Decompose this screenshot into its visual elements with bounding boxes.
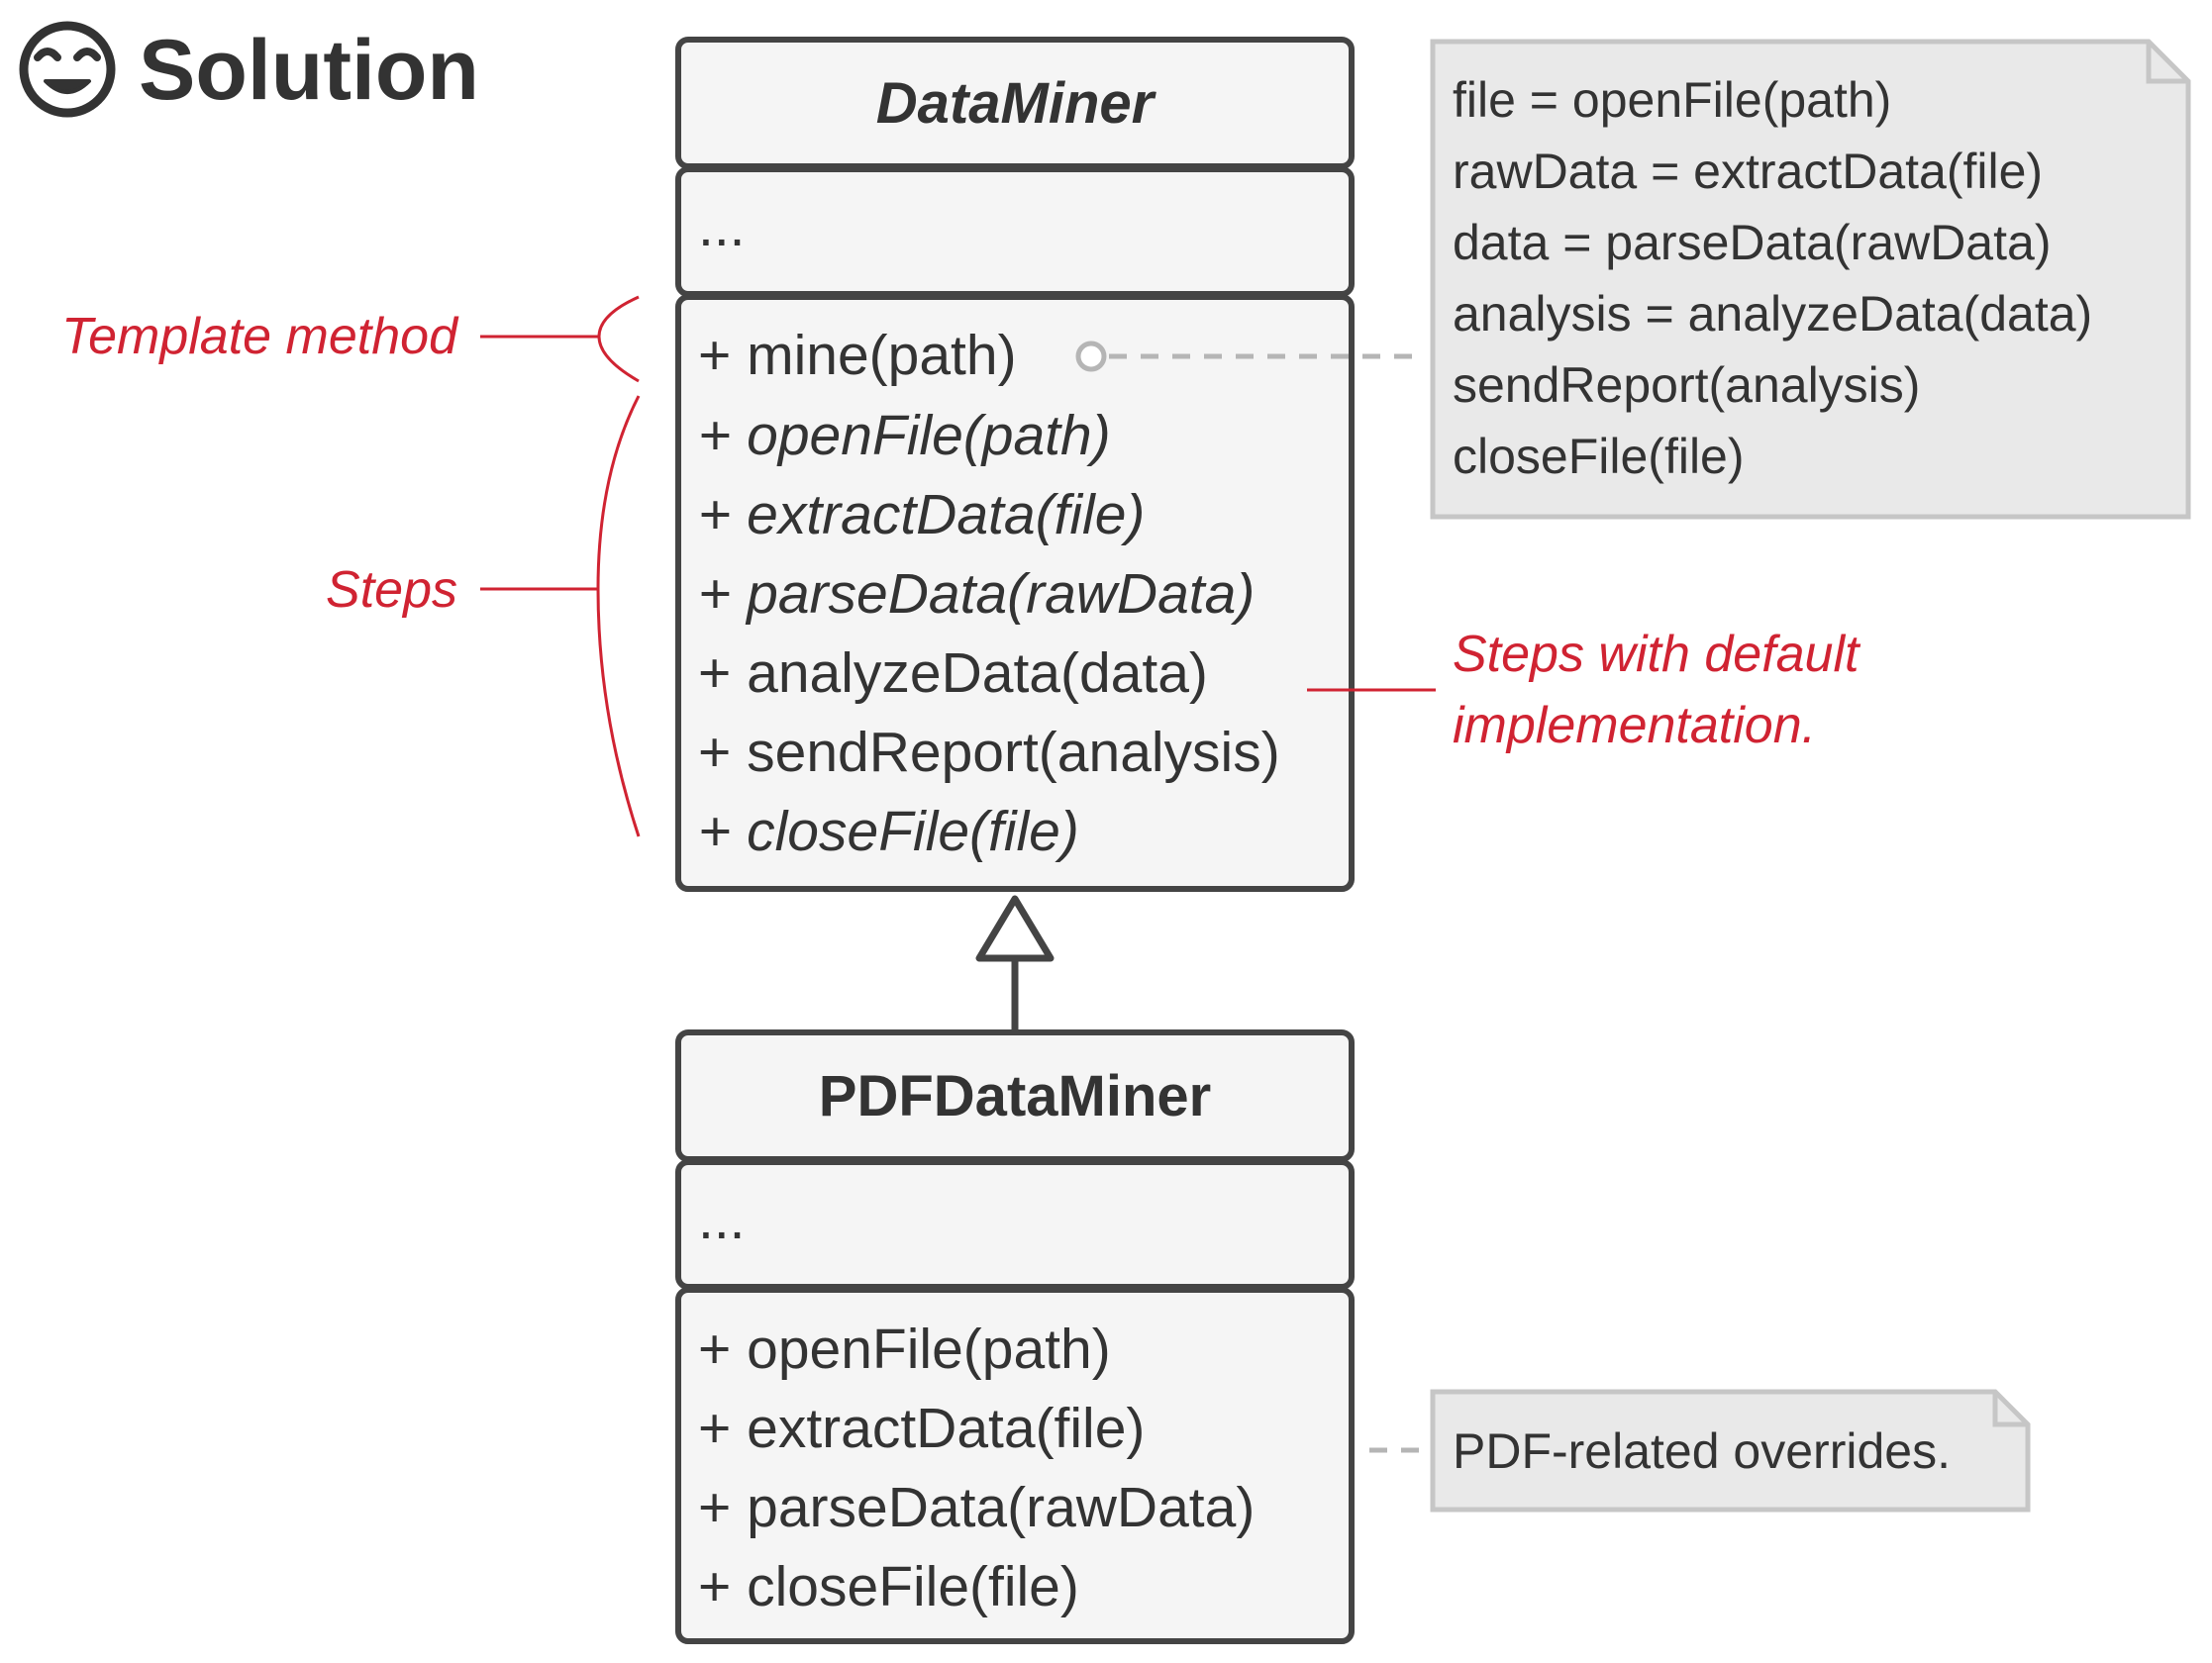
default-steps-label-line2: implementation. xyxy=(1453,697,1816,754)
note-line: rawData = extractData(file) xyxy=(1453,144,2043,199)
annotation-template-method: Template method xyxy=(61,295,640,383)
note-line: data = parseData(rawData) xyxy=(1453,215,2051,270)
method-analyzedata: + analyzeData(data) xyxy=(698,641,1208,705)
steps-label: Steps xyxy=(326,561,457,619)
note-connector-mine xyxy=(1075,341,1426,372)
method-extractdata: + extractData(file) xyxy=(698,483,1145,546)
smiling-face-icon xyxy=(19,21,116,118)
pdf-method-closefile: + closeFile(file) xyxy=(698,1555,1079,1618)
note-line: closeFile(file) xyxy=(1453,429,1745,484)
method-sendreport: + sendReport(analysis) xyxy=(698,721,1280,784)
note-line: file = openFile(path) xyxy=(1453,72,1891,128)
dataminer-fields-compartment xyxy=(675,166,1355,297)
pdf-method-openfile: + openFile(path) xyxy=(698,1318,1111,1381)
note-template-code: file = openFile(path) rawData = extractD… xyxy=(1430,39,2191,520)
pdfdataminer-fields-compartment xyxy=(675,1159,1355,1290)
method-openfile: + openFile(path) xyxy=(698,404,1111,467)
dataminer-methods-compartment xyxy=(675,294,1355,892)
solution-heading: Solution xyxy=(19,21,479,118)
inheritance-arrow xyxy=(975,895,1055,1032)
class-pdfdataminer: PDFDataMiner ... + openFile(path) + extr… xyxy=(675,1029,1355,1644)
pdfdataminer-fields: ... xyxy=(698,1188,746,1251)
pdf-method-parsedata: + parseData(rawData) xyxy=(698,1476,1255,1539)
pdfdataminer-class-name: PDFDataMiner xyxy=(819,1064,1211,1128)
class-dataminer: DataMiner ... + mine(path) + openFile(pa… xyxy=(675,37,1355,892)
method-closefile: + closeFile(file) xyxy=(698,800,1079,863)
template-method-label: Template method xyxy=(61,308,459,365)
note-template-code-box xyxy=(1430,39,2191,520)
note-pdf-overrides-text: PDF-related overrides. xyxy=(1453,1423,1951,1479)
dataminer-class-name: DataMiner xyxy=(876,71,1157,136)
note-pdf-overrides-box xyxy=(1430,1389,2031,1513)
pdf-method-extractdata: + extractData(file) xyxy=(698,1397,1145,1460)
page-title: Solution xyxy=(139,23,479,118)
dataminer-fields: ... xyxy=(698,195,746,258)
method-mine: + mine(path) xyxy=(698,324,1017,387)
pdfdataminer-methods-compartment xyxy=(675,1287,1355,1644)
annotation-default-steps: Steps with default implementation. xyxy=(1307,626,1861,754)
note-line: sendReport(analysis) xyxy=(1453,357,1920,413)
note-pdf-overrides: PDF-related overrides. xyxy=(1430,1389,2031,1513)
note-line: analysis = analyzeData(data) xyxy=(1453,286,2092,342)
annotation-steps: Steps xyxy=(326,395,641,837)
method-parsedata: + parseData(rawData) xyxy=(698,562,1255,626)
default-steps-label-line1: Steps with default xyxy=(1453,626,1861,683)
